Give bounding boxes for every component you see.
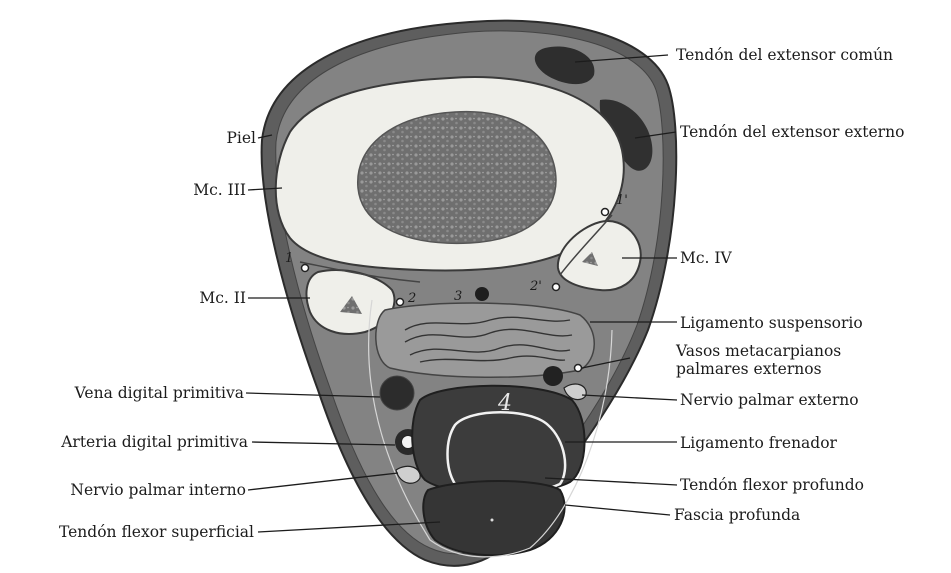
label-vasos-line1: Vasos metacarpianos [675, 342, 841, 360]
vessel-1 [302, 265, 309, 272]
label-mc3: Mc. III [193, 181, 246, 199]
label-nervio-palmar-externo: Nervio palmar externo [680, 391, 859, 409]
label-piel: Piel [226, 129, 256, 147]
number-1: 1 [285, 251, 293, 266]
label-mc4: Mc. IV [680, 249, 733, 267]
label-tendon-flexor-superficial: Tendón flexor superficial [59, 523, 254, 541]
label-mc2: Mc. II [199, 289, 246, 307]
number-4: 4 [497, 391, 512, 416]
number-1-prime: 1' [616, 193, 628, 208]
tendon-flexor-superficial-shape [423, 481, 564, 555]
label-fascia-profunda: Fascia profunda [674, 506, 800, 524]
number-2-prime: 2' [529, 279, 542, 294]
vessel-3 [475, 287, 489, 301]
label-ligamento-frenador: Ligamento frenador [680, 434, 838, 452]
number-3: 3 [454, 289, 462, 304]
label-vena-digital: Vena digital primitiva [74, 384, 244, 402]
medullary-cavity [358, 112, 556, 244]
vena-digital-primitiva-shape [380, 376, 414, 410]
label-nervio-palmar-interno: Nervio palmar interno [70, 481, 246, 499]
vasos-metacarpianos-dot [575, 365, 582, 372]
label-extensor-externo: Tendón del extensor externo [680, 123, 904, 141]
tendon-spot [491, 519, 494, 522]
label-tendon-flexor-profundo: Tendón flexor profundo [680, 476, 864, 494]
vessel-1-prime [602, 209, 609, 216]
number-2: 2 [407, 291, 416, 306]
label-arteria-digital: Arteria digital primitiva [60, 433, 248, 451]
label-extensor-comun: Tendón del extensor común [676, 46, 893, 64]
label-ligamento-suspensorio: Ligamento suspensorio [680, 314, 863, 332]
vessel-2 [397, 299, 404, 306]
vessel-2-prime [553, 284, 560, 291]
label-vasos-line2: palmares externos [676, 360, 822, 378]
vasos-metacarpianos-shape [543, 366, 563, 386]
